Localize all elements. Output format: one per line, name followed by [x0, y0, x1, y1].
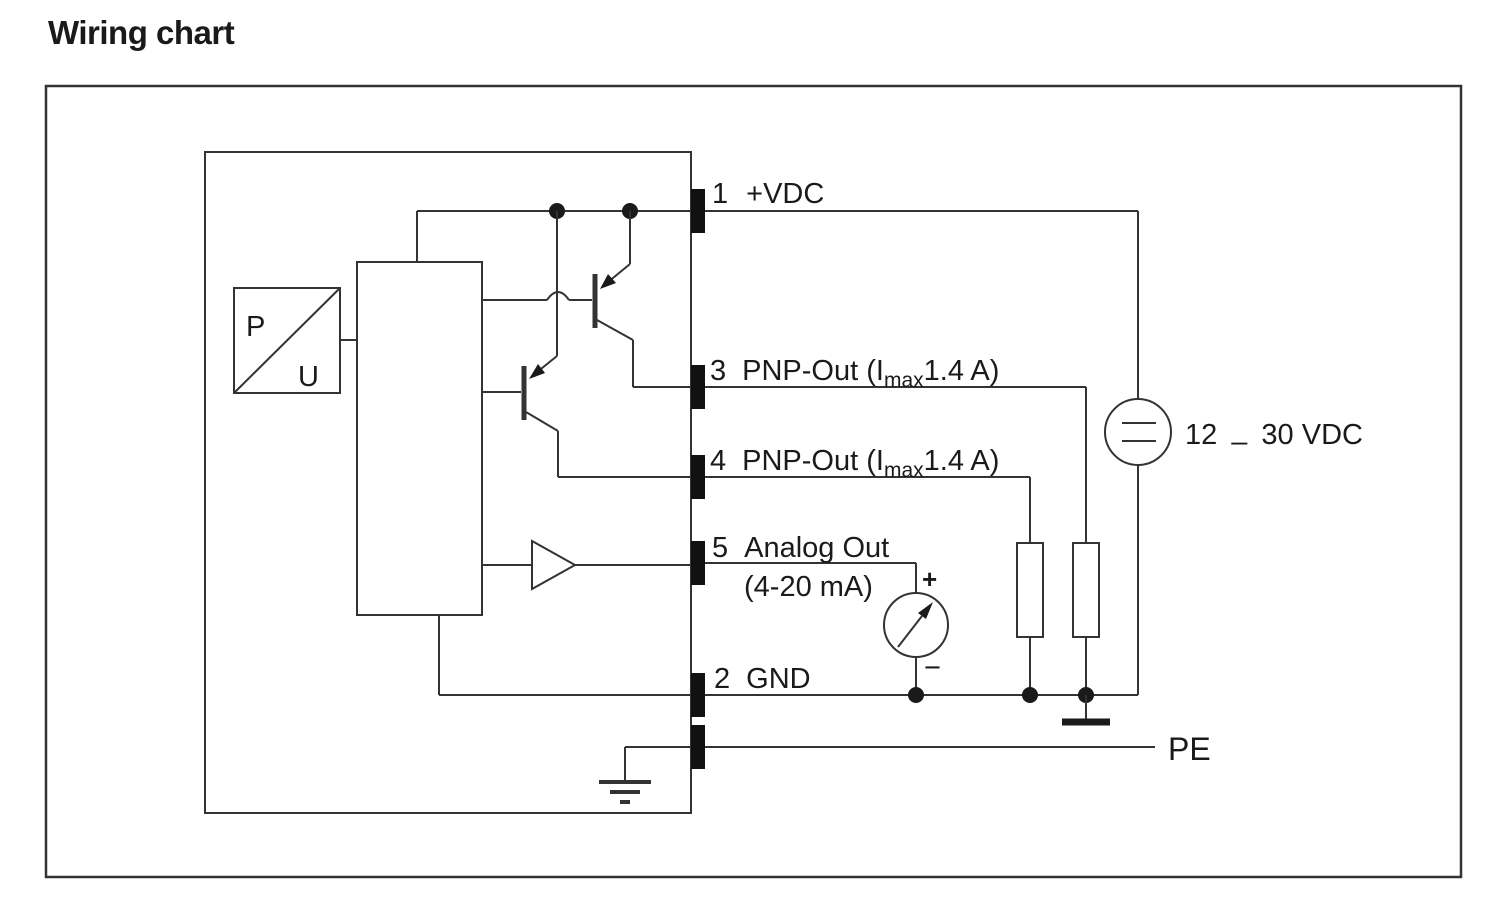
terminal-pin2 [691, 673, 705, 717]
current-meter-icon [883, 592, 949, 658]
amplifier-icon [482, 539, 691, 591]
signal-processing-block [356, 261, 483, 616]
dc-supply-icon [1104, 398, 1172, 466]
pin3-load-circuit [705, 386, 1100, 695]
load-resistor-2 [1072, 542, 1100, 638]
pu-label-p: P [246, 311, 265, 343]
pin5-range-label: (4-20 mA) [744, 571, 873, 603]
junction-dot [908, 687, 924, 703]
pu-label-u: U [298, 361, 319, 393]
q2-emitter-arrow [529, 364, 545, 379]
pin4-load-circuit [705, 476, 1044, 695]
load-resistor-1 [1016, 542, 1044, 638]
terminal-pin3 [691, 365, 705, 409]
pnp-transistor-q2-icon [482, 211, 691, 478]
internal-gnd-wire [438, 615, 691, 696]
supply-range-dash: – [1231, 426, 1248, 458]
meter-needle-arrow [918, 602, 933, 619]
meter-needle [897, 615, 923, 648]
pressure-to-voltage-converter-icon: P U [233, 287, 357, 394]
terminal-pe [691, 725, 705, 769]
q1-collector-diag [596, 319, 634, 341]
terminal-pin4 [691, 455, 705, 499]
pu-diagonal [233, 287, 341, 394]
amp-triangle [531, 539, 578, 591]
pin1-label: 1+VDC [712, 178, 824, 210]
meter-minus-sign: − [924, 652, 941, 684]
meter-plus-sign: + [922, 564, 937, 594]
q2-collector-diag [525, 411, 559, 432]
pnp-transistor-q1-icon [482, 211, 691, 388]
page-title: Wiring chart [48, 14, 235, 51]
terminal-pin5 [691, 541, 705, 585]
supply-voltage-label: 12–30 VDC [1185, 419, 1363, 458]
gnd-bus [705, 687, 1138, 726]
vdc-supply-wire [705, 210, 1139, 695]
pe-label: PE [1168, 731, 1211, 767]
junction-dot [1022, 687, 1038, 703]
earth-ground-icon [599, 746, 691, 804]
figure-border [44, 84, 1463, 879]
pin5-meter-circuit: + − [705, 562, 949, 695]
q1-emitter-arrow [600, 274, 616, 289]
internal-vdc-rail [416, 203, 691, 262]
supply-circle [1104, 398, 1172, 466]
terminal-pin1 [691, 189, 705, 233]
